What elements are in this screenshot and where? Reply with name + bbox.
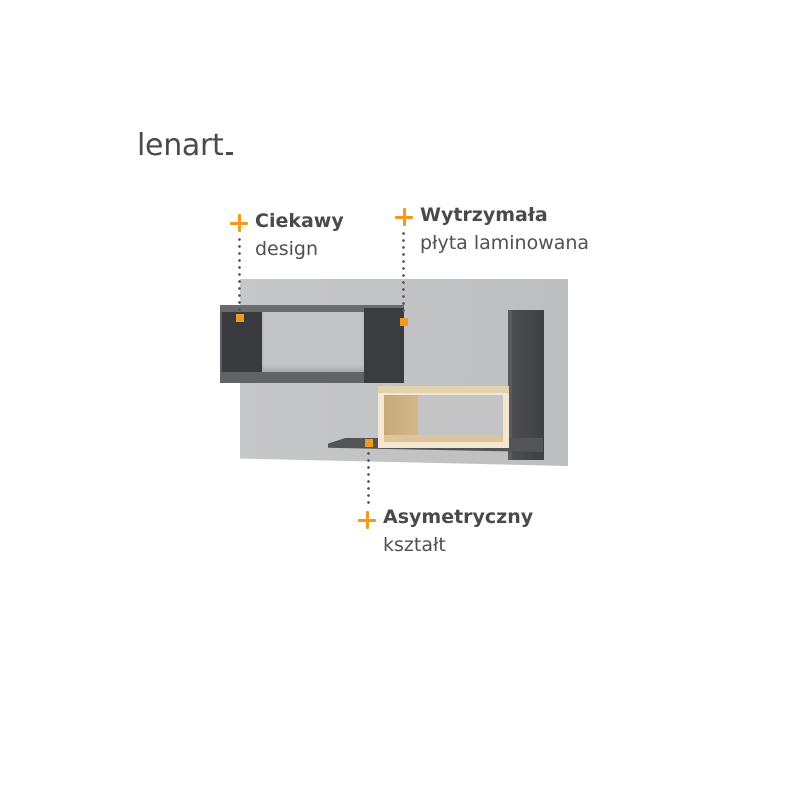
plus-icon	[358, 511, 376, 529]
leader-line-3	[367, 450, 370, 508]
brand-logo: lenart	[137, 128, 233, 163]
dark-box	[220, 305, 404, 383]
dark-box-bottom	[220, 372, 364, 383]
plus-icon	[230, 214, 248, 232]
dark-box-inner	[262, 312, 364, 372]
oak-box-left-wall	[384, 395, 418, 442]
oak-box-top-edge	[378, 386, 509, 393]
callout-title: Ciekawy	[255, 210, 344, 232]
logo-text: lenart	[137, 128, 224, 163]
oak-box	[378, 386, 509, 448]
side-panel	[508, 310, 544, 460]
callout-title: Asymetryczny	[383, 506, 534, 528]
dark-box-top	[220, 305, 404, 312]
dark-box-left-wall	[222, 312, 262, 374]
leader-line-2	[402, 230, 405, 316]
dark-box-right-wall	[364, 308, 404, 383]
square-marker	[236, 314, 244, 322]
callout-subtitle: płyta laminowana	[420, 232, 590, 254]
square-marker	[400, 318, 408, 326]
oak-box-bottom	[384, 435, 503, 442]
leader-line-1	[238, 236, 241, 312]
square-marker	[365, 439, 373, 447]
callout-title: Wytrzymała	[420, 204, 548, 226]
callout-subtitle: design	[255, 238, 319, 260]
callout-subtitle: kształt	[383, 534, 446, 556]
plus-icon	[395, 208, 413, 226]
logo-underscore	[225, 152, 233, 155]
